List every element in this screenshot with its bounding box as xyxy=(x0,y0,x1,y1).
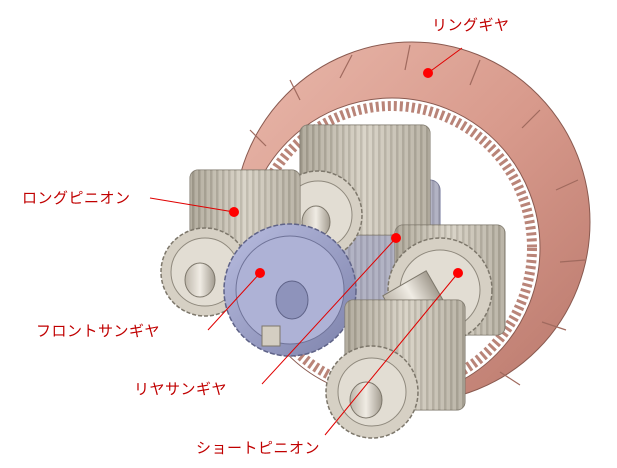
marker-dots xyxy=(229,68,463,278)
long-pinion-label: ロングピニオン xyxy=(22,189,131,207)
leader-lines xyxy=(149,47,463,436)
rear-sun-gear-leader xyxy=(261,237,397,385)
rear-sun-gear-label: リヤサンギヤ xyxy=(134,380,228,398)
front-sun-gear-leader xyxy=(207,272,261,331)
short-pinion-label: ショートピニオン xyxy=(196,439,321,457)
long-pinion-bottom xyxy=(325,299,466,439)
short-pinion-marker xyxy=(453,268,463,278)
front-sun-gear-marker xyxy=(255,268,265,278)
short-pinion-leader xyxy=(324,272,459,436)
ring-gear-label: リングギヤ xyxy=(432,16,510,34)
ring-gear-marker xyxy=(423,68,433,78)
front-sun-gear-label: フロントサンギヤ xyxy=(36,322,161,340)
rear-sun-gear-marker xyxy=(391,233,401,243)
long-pinion-leader xyxy=(149,197,235,213)
ring-gear-leader xyxy=(427,47,463,74)
long-pinion-marker xyxy=(229,207,239,217)
front-sun-gear xyxy=(223,223,357,357)
